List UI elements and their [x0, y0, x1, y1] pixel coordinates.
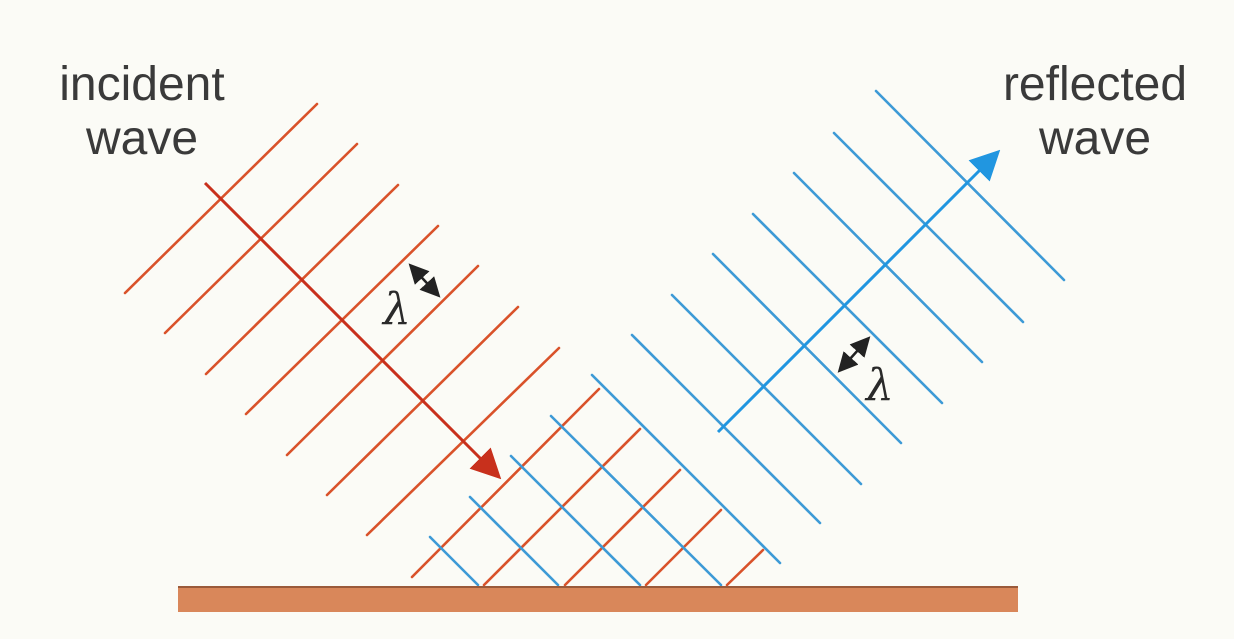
reflected-ray-arrow: [716, 149, 1001, 434]
reflected-wavefront-1: [428, 535, 480, 587]
reflected-wavelength-label: λ: [866, 360, 894, 411]
reflected-wave-label: reflected wave: [980, 58, 1210, 166]
reflected-wavefront-8: [711, 252, 903, 445]
reflected-wavefronts: [428, 89, 1066, 587]
reflected-wavelength-marker: [837, 336, 871, 373]
reflected-wavefront-9: [751, 212, 944, 405]
incident-wavefronts: [123, 102, 765, 587]
incident-wavefront-10: [563, 468, 682, 587]
incident-wavefront-12: [725, 548, 765, 587]
incident-wavelength-marker: [408, 263, 441, 298]
incident-wavelength-label: λ: [383, 284, 411, 335]
reflected-wavefront-2: [468, 495, 560, 587]
reflected-label-line1: reflected: [1002, 58, 1188, 111]
reflected-wavefront-7: [670, 293, 863, 486]
reflected-wavefront-12: [874, 89, 1066, 282]
reflecting-surface: [178, 586, 1018, 612]
reflected-wavefront-3: [509, 454, 642, 587]
incident-label-line1: incident: [59, 58, 225, 111]
reflected-wavefront-6: [630, 333, 822, 525]
reflected-wavefront-11: [832, 131, 1025, 324]
reflected-wavefront-5: [590, 373, 782, 565]
reflected-label-line2: wave: [1038, 112, 1152, 165]
reflected-wavefront-10: [792, 171, 984, 364]
incident-wave-label: incident wave: [36, 58, 248, 166]
incident-wavefront-8: [410, 387, 601, 579]
incident-ray-arrow: [203, 181, 502, 480]
incident-label-line2: wave: [85, 112, 199, 165]
reflected-wavefront-4: [549, 414, 723, 587]
